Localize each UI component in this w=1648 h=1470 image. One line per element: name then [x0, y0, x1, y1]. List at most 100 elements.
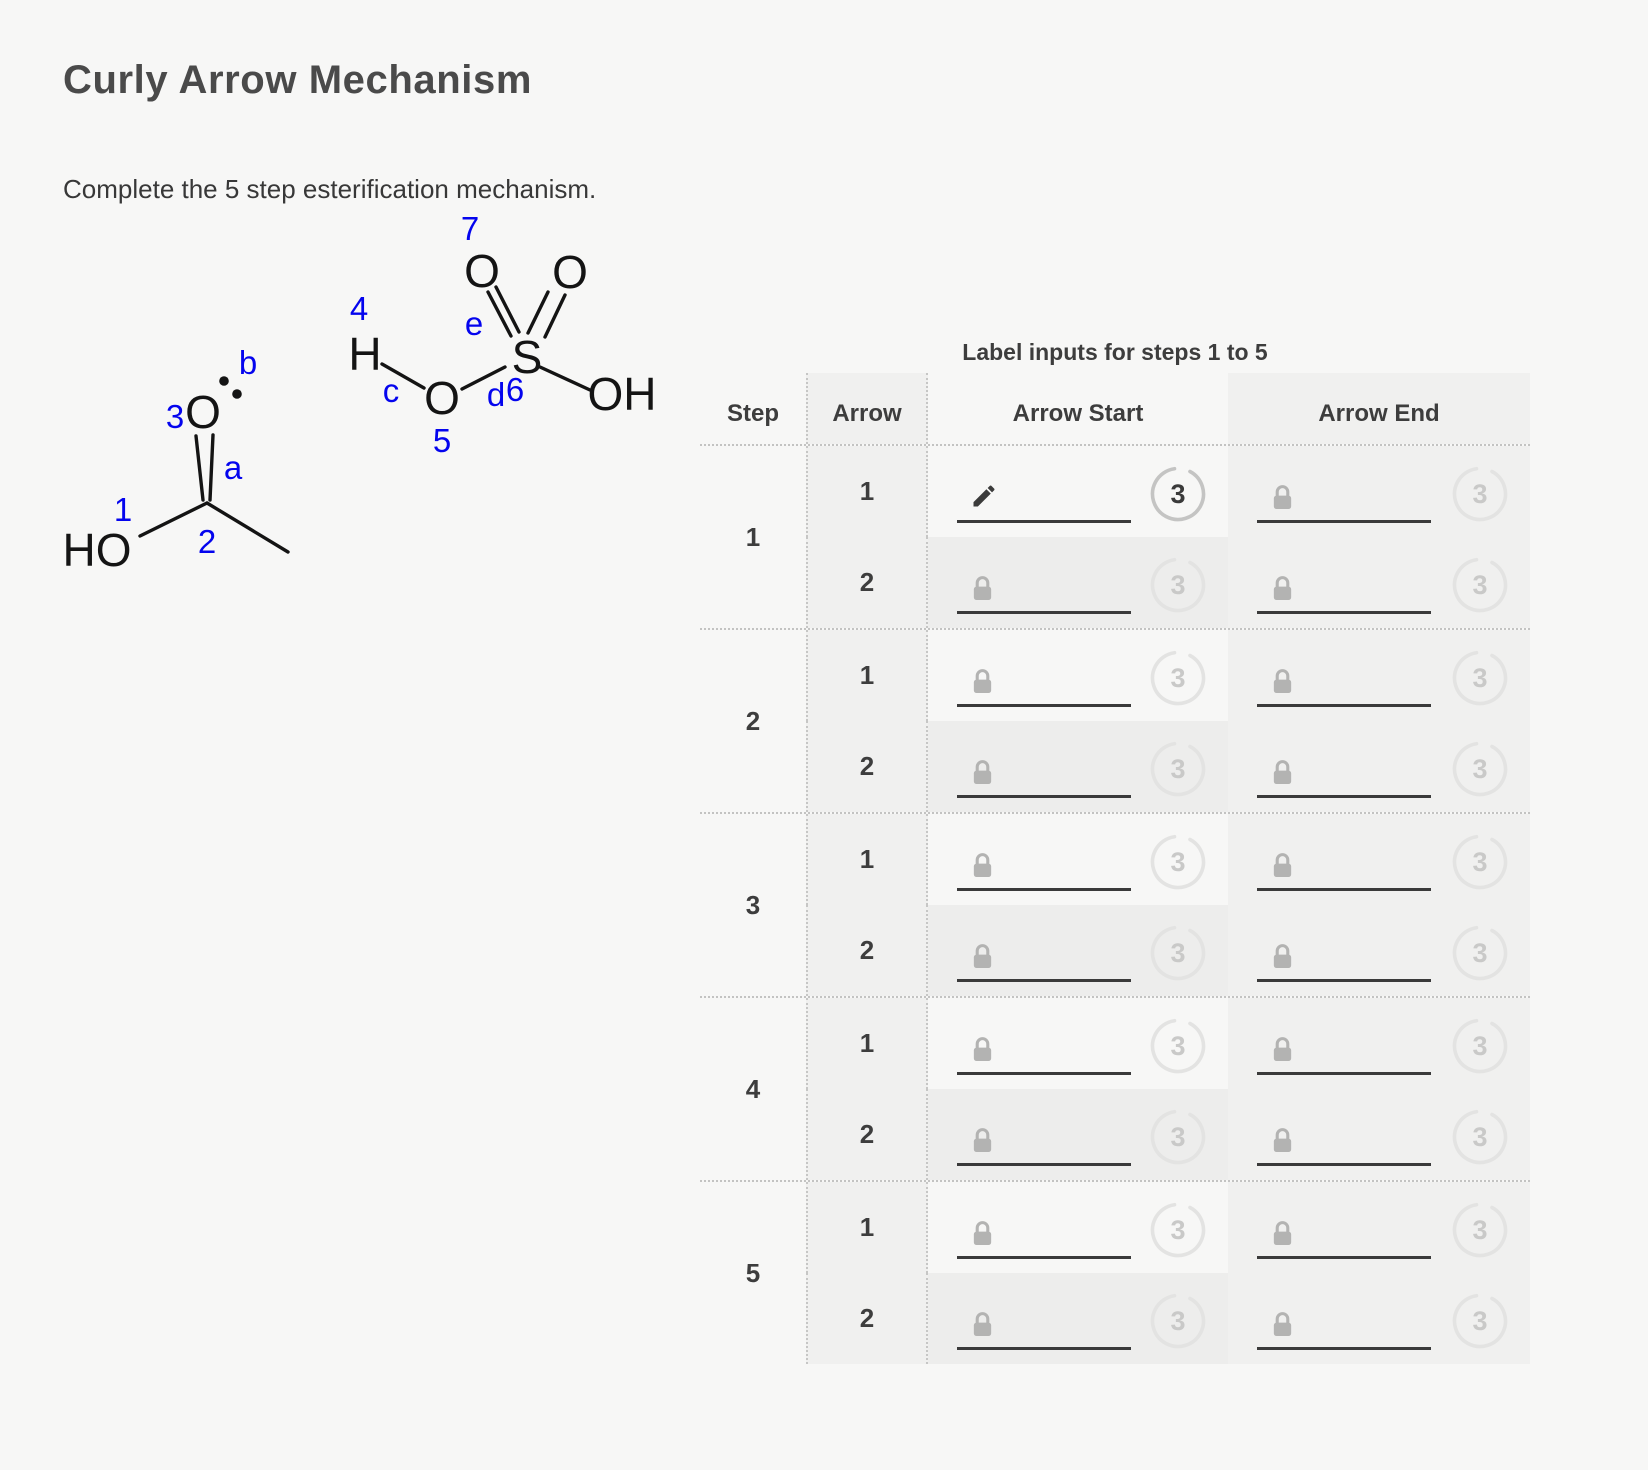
- lock-icon: [970, 667, 995, 696]
- atom-bridge-o: O: [424, 372, 460, 424]
- lock-icon: [1270, 1035, 1295, 1064]
- lock-icon: [970, 1310, 995, 1339]
- bond-e-double-1: [486, 290, 513, 338]
- atom-top-left-o: O: [464, 245, 500, 297]
- lock-icon: [970, 1219, 995, 1248]
- bond-d-o-s: [460, 365, 507, 391]
- column-header-arrow-end: Arrow End: [1228, 373, 1530, 444]
- arrow-end-cell: 3: [1228, 537, 1530, 628]
- lock-icon: [1270, 942, 1295, 971]
- step-number: 5: [745, 1257, 761, 1288]
- arrow-start-field: [957, 1111, 1131, 1166]
- arrow-start-cell: 3: [928, 1182, 1228, 1273]
- label-input-table: Label inputs for steps 1 to 5 Step Arrow…: [700, 330, 1530, 1364]
- arrow-end-field: [1257, 1020, 1431, 1075]
- label-6: 6: [506, 371, 524, 408]
- arrow-number: 2: [806, 1273, 928, 1364]
- arrow-end-field: [1257, 652, 1431, 707]
- table-caption: Label inputs for steps 1 to 5: [962, 339, 1268, 365]
- arrow-number: 2: [806, 1089, 928, 1180]
- label-c: c: [383, 372, 400, 409]
- lock-icon: [1270, 483, 1295, 512]
- table-header-row: Step Arrow Arrow Start Arrow End: [700, 373, 1530, 446]
- step-number: 4: [745, 1073, 761, 1104]
- arrow-end-field: [1257, 1111, 1431, 1166]
- label-1: 1: [114, 491, 132, 528]
- arrow-end-field: [1257, 468, 1431, 523]
- arrow-end-field: [1257, 743, 1431, 798]
- arrow-end-field: [1257, 927, 1431, 982]
- label-2: 2: [198, 523, 216, 560]
- lock-icon: [1270, 1126, 1295, 1155]
- arrow-number: 1: [806, 446, 928, 537]
- arrow-start-field: [957, 652, 1131, 707]
- molecule-acetic-acid: HO O 3 b a 1 2: [63, 344, 290, 576]
- arrow-start-cell: 3: [928, 1089, 1228, 1180]
- char-counter-ring: 3: [1451, 1108, 1509, 1166]
- arrow-number: 2: [806, 905, 928, 996]
- bond-a-double-1: [194, 434, 205, 502]
- arrow-start-field[interactable]: [957, 468, 1131, 523]
- label-b: b: [239, 344, 257, 381]
- arrow-end-field: [1257, 836, 1431, 891]
- column-header-arrow-start: Arrow Start: [1012, 399, 1144, 427]
- arrow-end-cell: 3: [1228, 1273, 1530, 1364]
- atom-s: S: [512, 331, 543, 383]
- lock-icon: [1270, 758, 1295, 787]
- arrow-number: 1: [806, 1182, 928, 1273]
- char-counter-ring: 3: [1149, 649, 1207, 707]
- arrow-start-field: [957, 927, 1131, 982]
- char-counter-ring: 3: [1451, 924, 1509, 982]
- atom-h: H: [348, 328, 381, 380]
- arrow-start-cell: 3: [928, 905, 1228, 996]
- bond-a-double-2: [208, 433, 215, 502]
- arrow-start-field: [957, 1020, 1131, 1075]
- arrow-start-field: [957, 836, 1131, 891]
- arrow-start-input[interactable]: [957, 468, 1131, 520]
- char-counter-ring: 3: [1451, 556, 1509, 614]
- step-number: 1: [745, 521, 761, 552]
- char-counter-ring: 3: [1451, 1292, 1509, 1350]
- lock-icon: [1270, 1310, 1295, 1339]
- page-title: Curly Arrow Mechanism: [63, 58, 533, 102]
- char-counter-ring: 3: [1149, 1108, 1207, 1166]
- char-counter-ring: 3: [1149, 924, 1207, 982]
- char-counter-ring: 3: [1451, 833, 1509, 891]
- molecule-diagram: HO O 3 b a 1 2 H O O O S OH 7 4 c 5 d 6 …: [63, 210, 657, 576]
- arrow-end-field: [1257, 559, 1431, 614]
- arrow-start-field: [957, 1295, 1131, 1350]
- arrow-end-field: [1257, 1295, 1431, 1350]
- arrow-start-cell: 3: [928, 446, 1228, 537]
- arrow-start-field: [957, 1204, 1131, 1259]
- arrow-start-cell: 3: [928, 721, 1228, 812]
- lock-icon: [1270, 574, 1295, 603]
- step-block-2: 2 1 3 3 2 3 3: [700, 628, 1530, 812]
- arrow-start-cell: 3: [928, 998, 1228, 1089]
- step-block-1: 1 1 3 3 2 3 3: [700, 446, 1530, 628]
- label-a: a: [224, 449, 243, 486]
- bond-right-double-2: [543, 293, 567, 339]
- label-4: 4: [350, 290, 368, 327]
- arrow-start-field: [957, 559, 1131, 614]
- label-d: d: [487, 376, 505, 413]
- atom-carbonyl-o: O: [185, 386, 221, 438]
- label-7: 7: [461, 210, 479, 247]
- lock-icon: [1270, 851, 1295, 880]
- lock-icon: [970, 1035, 995, 1064]
- arrow-end-cell: 3: [1228, 1182, 1530, 1273]
- arrow-end-cell: 3: [1228, 1089, 1530, 1180]
- step-number: 3: [745, 889, 761, 920]
- column-header-step: Step: [726, 399, 779, 427]
- bond-s-oh: [538, 365, 592, 392]
- char-counter-ring: 3: [1451, 740, 1509, 798]
- lock-icon: [970, 1126, 995, 1155]
- bond-e-double-2: [494, 285, 521, 334]
- arrow-start-cell: 3: [928, 537, 1228, 628]
- arrow-start-cell: 3: [928, 1273, 1228, 1364]
- instructions-text: Complete the 5 step esterification mecha…: [63, 174, 597, 204]
- arrow-end-cell: 3: [1228, 446, 1530, 537]
- arrow-number: 2: [806, 537, 928, 628]
- arrow-end-cell: 3: [1228, 905, 1530, 996]
- char-counter-ring: 3: [1149, 1201, 1207, 1259]
- bond-ho-c: [138, 501, 209, 538]
